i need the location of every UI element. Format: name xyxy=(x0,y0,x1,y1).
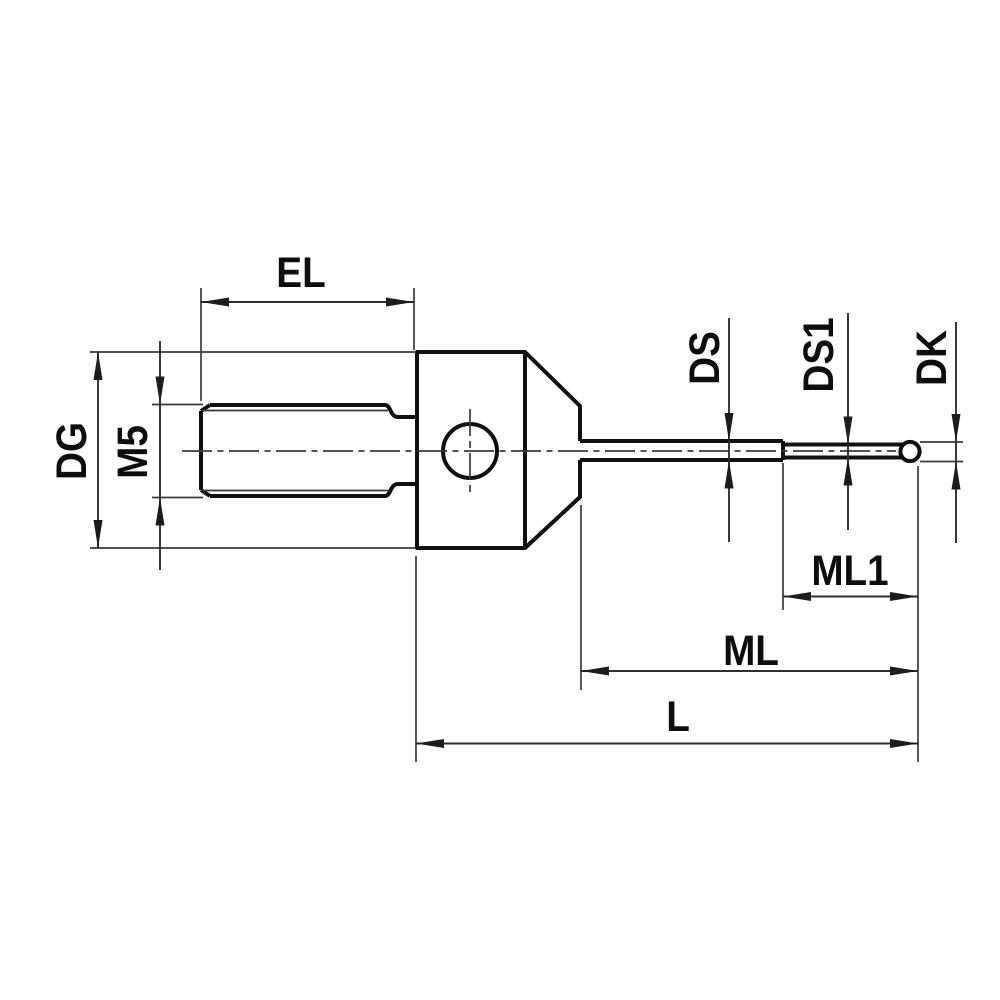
dim-label-dk: DK xyxy=(907,330,955,386)
dim-label-ds1: DS1 xyxy=(794,317,842,392)
dim-label-ml1: ML1 xyxy=(811,546,888,594)
dim-el: EL xyxy=(200,248,415,401)
dim-ml1: ML1 xyxy=(782,463,919,762)
dim-label-l: L xyxy=(666,692,690,740)
ball-tip xyxy=(898,439,922,464)
dim-ml: ML xyxy=(580,505,918,690)
dim-label-el: EL xyxy=(276,248,325,296)
dim-l: L xyxy=(415,556,918,762)
dim-label-ml: ML xyxy=(723,626,779,674)
dim-ds: DS xyxy=(680,318,734,542)
dim-label-m5: M5 xyxy=(108,425,156,479)
dim-label-dg: DG xyxy=(47,422,95,480)
thread-m5 xyxy=(199,403,417,498)
dim-m5: M5 xyxy=(108,341,203,570)
dim-ds1: DS1 xyxy=(794,313,853,530)
stem-ds1 xyxy=(783,442,904,460)
cone-neck xyxy=(523,350,582,550)
holder-body xyxy=(415,350,527,550)
dim-dk: DK xyxy=(907,322,963,543)
dim-label-ds: DS xyxy=(680,331,728,385)
dim-dg: DG xyxy=(47,351,416,549)
part-outline xyxy=(182,350,922,550)
